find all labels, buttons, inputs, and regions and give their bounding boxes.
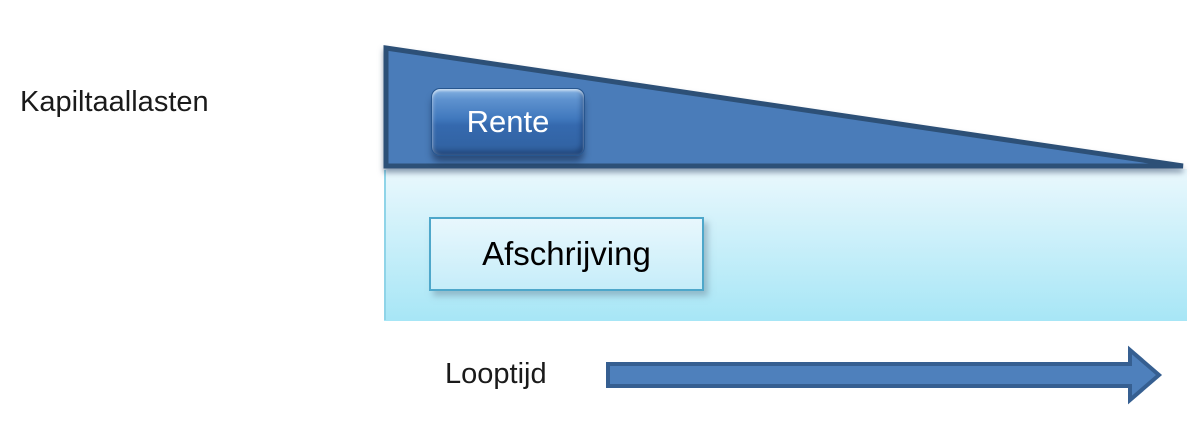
x-axis-label: Looptijd — [445, 358, 547, 390]
rente-box: Rente — [431, 88, 585, 156]
timeline-arrow — [606, 345, 1163, 405]
afschrijving-box: Afschrijving — [429, 217, 704, 291]
y-axis-label: Kapiltaallasten — [20, 86, 209, 118]
interest-triangle-shape — [383, 45, 1184, 169]
rente-label: Rente — [466, 104, 550, 139]
afschrijving-label: Afschrijving — [482, 235, 651, 272]
